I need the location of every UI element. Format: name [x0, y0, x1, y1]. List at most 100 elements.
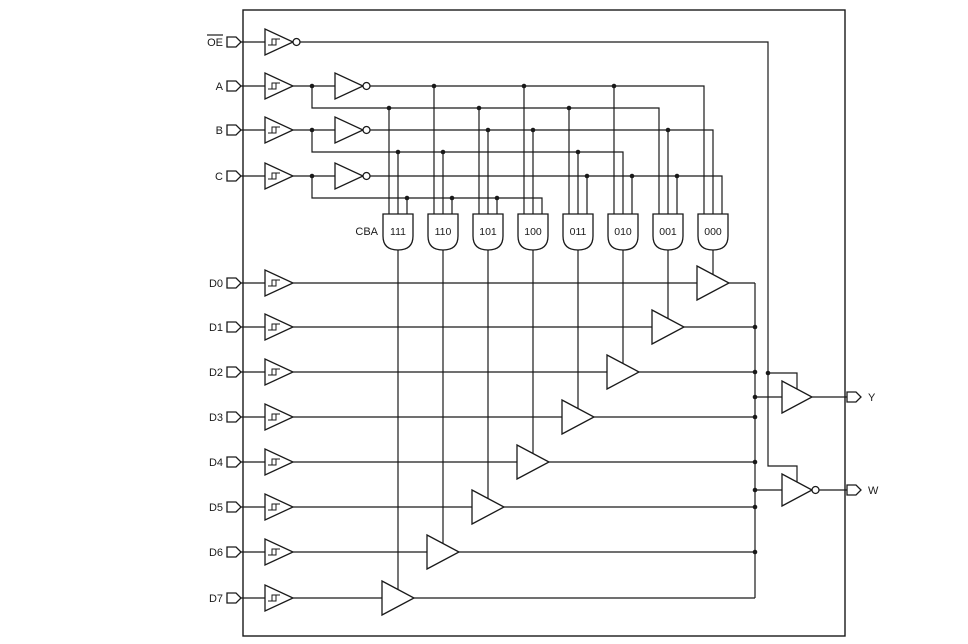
d6-label: D6 — [209, 547, 223, 559]
oe-net-wire — [300, 41, 798, 482]
pin-wires — [241, 41, 265, 599]
w-inverter-bubble — [811, 485, 820, 495]
gate-label: 100 — [524, 226, 542, 238]
d1-label: D1 — [209, 322, 223, 334]
w-label: W — [868, 485, 879, 497]
w-pin — [846, 484, 862, 496]
schmitt-hysteresis-icon — [268, 279, 280, 287]
decoder-gate-100: 100 — [517, 213, 549, 251]
b-inverter — [334, 115, 365, 145]
select-stub-wires — [388, 86, 678, 214]
d6-schmitt-buffer — [264, 537, 295, 567]
gate-label: 010 — [614, 226, 632, 238]
gate-label: 011 — [570, 226, 587, 238]
schmitt-hysteresis-icon — [268, 82, 280, 90]
input-row-b: B — [216, 115, 371, 145]
b-label: B — [216, 125, 223, 137]
output-row-y: Y — [781, 379, 876, 415]
schmitt-hysteresis-icon — [268, 458, 280, 466]
decoder-gate-111: 111 — [382, 213, 414, 251]
y-pin — [846, 391, 862, 403]
schmitt-hysteresis-icon — [268, 172, 280, 180]
d5-schmitt-buffer — [264, 492, 295, 522]
d5-label: D5 — [209, 502, 223, 514]
input-row-d3: D3 — [209, 402, 295, 432]
decoder-gate-011: 011 — [562, 213, 594, 251]
decoder-gate-101: 101 — [472, 213, 504, 251]
input-row-d0: D0 — [209, 268, 295, 298]
a-inverter-bubble — [362, 81, 371, 91]
mux-buffer-d1 — [651, 308, 686, 346]
c-label: C — [215, 171, 223, 183]
d7-pin — [226, 592, 242, 604]
gate-label: 001 — [659, 226, 677, 238]
input-row-d7: D7 — [209, 583, 295, 613]
d1-pin — [226, 321, 242, 333]
mux-buffer-d4 — [516, 443, 551, 481]
d2-schmitt-buffer — [264, 357, 295, 387]
b-schmitt-buffer — [264, 115, 295, 145]
input-row-d2: D2 — [209, 357, 295, 387]
mux-buffer-d3 — [561, 398, 596, 436]
gate-label: 111 — [390, 226, 406, 238]
output-row-w: W — [781, 472, 879, 508]
mux-buffer-d2 — [606, 353, 641, 391]
d4-label: D4 — [209, 457, 223, 469]
c-inverter-bubble — [362, 171, 371, 181]
d6-pin — [226, 546, 242, 558]
data-row-wires — [293, 282, 755, 599]
select-c-net-wire — [293, 175, 723, 214]
ic-boundary — [242, 9, 846, 637]
schmitt-hysteresis-icon — [268, 548, 280, 556]
input-row-d6: D6 — [209, 537, 295, 567]
a-pin — [226, 80, 242, 92]
c-pin — [226, 170, 242, 182]
d2-label: D2 — [209, 367, 223, 379]
decoder-gate-110: 110 — [427, 213, 459, 251]
input-row-a: A — [216, 71, 371, 101]
schmitt-hysteresis-icon — [268, 503, 280, 511]
decoder-gate-000: 000 — [697, 213, 729, 251]
mux-buffer-d7 — [381, 579, 416, 617]
gate-label: 101 — [479, 226, 497, 238]
input-row-d5: D5 — [209, 492, 295, 522]
d5-pin — [226, 501, 242, 513]
junction-dots — [309, 83, 771, 555]
select-a-net-wire — [293, 85, 705, 214]
d1-schmitt-buffer — [264, 312, 295, 342]
y-output-buffer — [781, 379, 814, 415]
decoder-order-label: CBA — [355, 226, 378, 238]
d4-schmitt-buffer — [264, 447, 295, 477]
d0-pin — [226, 277, 242, 289]
a-label: A — [216, 81, 224, 93]
oe-pin — [226, 36, 242, 48]
oe-label: OE — [207, 37, 223, 49]
mux-buffer-d6 — [426, 533, 461, 571]
c-schmitt-buffer — [264, 161, 295, 191]
input-row-d4: D4 — [209, 447, 295, 477]
input-row-c: C — [215, 161, 371, 191]
input-row-oe: OE — [207, 27, 301, 57]
gate-label: 110 — [435, 226, 452, 238]
y-label: Y — [868, 392, 876, 404]
mux-buffer-d0 — [696, 264, 731, 302]
decoder-output-wires — [397, 250, 714, 590]
input-row-d1: D1 — [209, 312, 295, 342]
d7-label: D7 — [209, 593, 223, 605]
d3-pin — [226, 411, 242, 423]
select-b-net-wire — [293, 129, 714, 214]
d0-label: D0 — [209, 278, 223, 290]
mux-buffer-d5 — [471, 488, 506, 526]
d3-schmitt-buffer — [264, 402, 295, 432]
decoder-gate-001: 001 — [652, 213, 684, 251]
d4-pin — [226, 456, 242, 468]
decoder-gate-010: 010 — [607, 213, 639, 251]
d2-pin — [226, 366, 242, 378]
d3-label: D3 — [209, 412, 223, 424]
oe-schmitt-buffer — [264, 27, 295, 57]
a-schmitt-buffer — [264, 71, 295, 101]
d7-schmitt-buffer — [264, 583, 295, 613]
d0-schmitt-buffer — [264, 268, 295, 298]
schmitt-hysteresis-icon — [268, 594, 280, 602]
